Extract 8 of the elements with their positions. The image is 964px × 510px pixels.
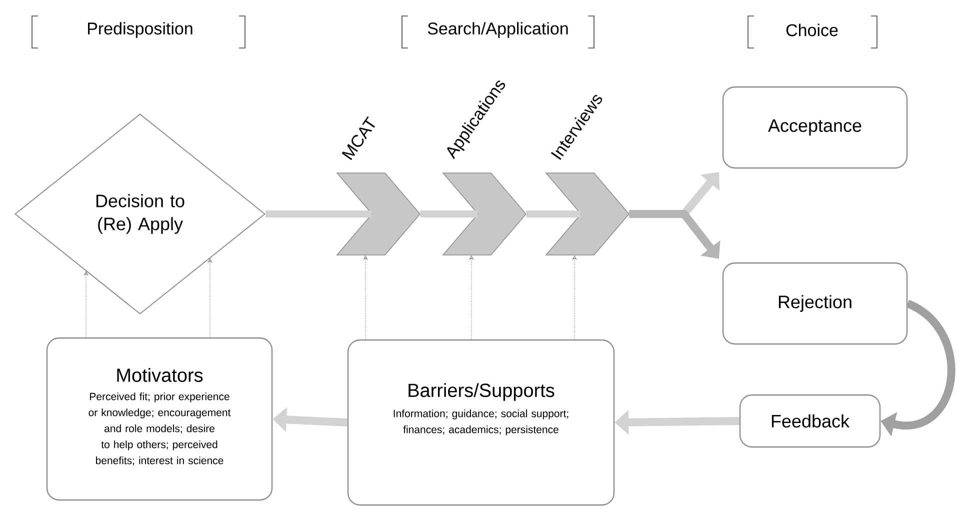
factor-box: Barriers/Supports Information; guidance; social support; finances; academics; persistence (347, 339, 615, 506)
factor-box: Motivators Perceived fit; prior experience or knowledge; encouragement and role models; desire to help others; perceived benefits; interest in science (46, 337, 273, 501)
stage-heading: Predisposition (88, 22, 192, 38)
feedback-box: Feedback (739, 394, 881, 448)
outcome-box: Rejection (722, 262, 908, 345)
stage-heading: Search/Application (428, 22, 568, 38)
outcome-box: Acceptance (722, 86, 908, 169)
stage-heading: Choice (786, 24, 838, 36)
